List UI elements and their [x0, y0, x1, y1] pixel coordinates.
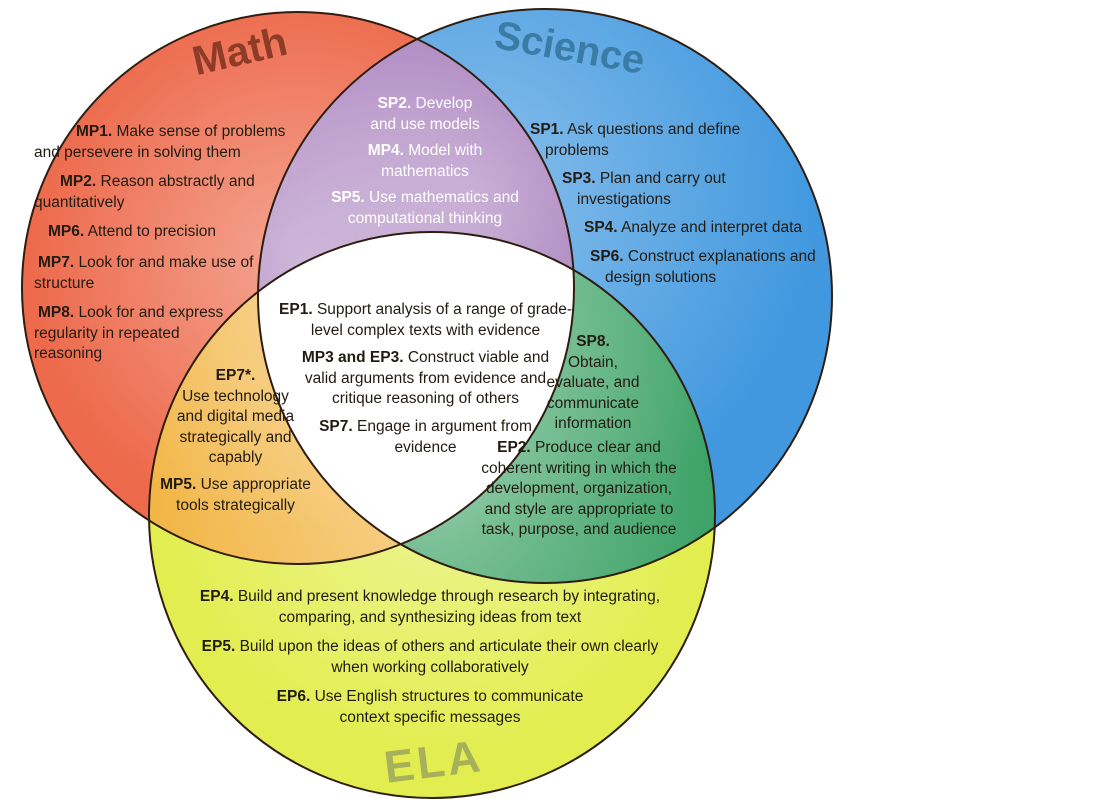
practice-text: Obtain, evaluate, and communicate inform… — [546, 353, 640, 433]
ela-highlight — [149, 232, 715, 798]
practice-code: MP2. — [60, 173, 97, 191]
math-circle-outline — [21, 11, 575, 565]
practice-text: Build and present knowledge through rese… — [237, 588, 661, 626]
practice-item-sp7: SP7. Engage in argument from evidence — [298, 417, 553, 458]
center-region-text: EP1. Support analysis of a range of grad… — [268, 300, 583, 465]
practice-code: MP4. — [367, 142, 404, 160]
practice-text: Produce clear and coherent writing in wh… — [481, 439, 677, 539]
practice-item-sp3: SP3. Plan and carry out investigations — [562, 169, 792, 210]
practice-text: Reason abstractly and quantitatively — [34, 173, 255, 211]
practice-item-sp1: SP1. Ask questions and define problems — [530, 120, 790, 161]
practice-text: Look for and make use of structure — [34, 254, 254, 292]
practice-text: Attend to precision — [87, 223, 217, 241]
practice-item-mp6: MP6. Attend to precision — [34, 222, 364, 243]
ela-circle-outline — [148, 231, 716, 799]
practice-item-ep2: EP2. Produce clear and coherent writing … — [479, 438, 679, 541]
practice-item-mp2: MP2. Reason abstractly and quantitativel… — [34, 172, 259, 213]
practice-text: Develop and use models — [370, 95, 480, 133]
practice-code: EP1. — [279, 301, 313, 318]
practice-item-mp3-ep3: MP3 and EP3. Construct viable and valid … — [291, 348, 561, 410]
practice-code: MP5. — [160, 476, 197, 494]
practice-item-mp5: MP5. Use appropriate tools strategically — [143, 475, 328, 516]
practice-item-ep6: EP6. Use English structures to communica… — [258, 687, 603, 728]
practice-text: Plan and carry out investigations — [577, 170, 726, 208]
practice-code: SP5. — [331, 189, 365, 207]
practice-item-sp8: SP8. Obtain, evaluate, and communicate in… — [537, 332, 649, 435]
practice-text: Build upon the ideas of others and artic… — [239, 638, 659, 676]
practice-text: Use appropriate tools strategically — [176, 476, 311, 514]
practice-text: Engage in argument from evidence — [357, 418, 532, 456]
practice-item-ep1: EP1. Support analysis of a range of grad… — [268, 300, 583, 341]
practice-code: SP4. — [584, 219, 618, 237]
practice-code: SP3. — [562, 170, 596, 188]
practice-item-sp6: SP6. Construct explanations and design s… — [590, 247, 845, 288]
practice-text: Construct explanations and design soluti… — [605, 248, 816, 286]
practice-code: MP3 and EP3. — [301, 349, 404, 367]
practice-item-mp4: MP4. Model with mathematics — [355, 141, 495, 182]
practice-code: SP7. — [319, 418, 353, 436]
practice-item-ep7: EP7*. Use technology and digital media st… — [171, 366, 301, 469]
practice-code: MP8. — [38, 304, 75, 322]
ela-only-region-text: EP4. Build and present knowledge through… — [160, 587, 700, 738]
practice-code: MP7. — [38, 254, 75, 272]
practice-code: SP1. — [530, 121, 564, 138]
practice-code: EP5. — [201, 638, 236, 656]
practice-item-mp1: MP1. Make sense of problems and persever… — [34, 122, 289, 163]
practice-text: Support analysis of a range of grade-lev… — [310, 301, 572, 339]
practice-text: Use technology and digital media strateg… — [176, 387, 295, 467]
math-ela-region-text: EP7*. Use technology and digital media st… — [138, 366, 333, 525]
practice-item-ep4: EP4. Build and present knowledge through… — [163, 587, 698, 628]
practice-code: SP6. — [590, 248, 624, 266]
math-science-region-text: SP2. Develop and use models MP4. Model w… — [325, 94, 525, 236]
practice-text: Use mathematics and computational thinki… — [347, 189, 519, 228]
practice-text: Construct viable and valid arguments fro… — [304, 349, 550, 408]
science-circle-outline — [257, 8, 833, 584]
practice-item-ep5: EP5. Build upon the ideas of others and … — [198, 637, 663, 678]
practice-code: SP8. — [576, 333, 610, 350]
practice-item-sp5: SP5. Use mathematics and computational t… — [325, 188, 525, 229]
math-only-region-text: MP1. Make sense of problems and persever… — [34, 122, 364, 374]
practice-code: EP2. — [497, 439, 531, 456]
practice-code: EP6. — [276, 688, 311, 706]
practice-text: Use English structures to communicate co… — [314, 688, 584, 727]
practice-item-mp7: MP7. Look for and make use of structure — [34, 253, 269, 294]
science-ela-region-text-sp8: SP8. Obtain, evaluate, and communicate in… — [518, 332, 668, 444]
practice-text: Look for and express regularity in repea… — [34, 304, 224, 363]
practice-code: MP1. — [76, 123, 113, 140]
practice-code: EP7*. — [215, 367, 256, 384]
practice-text: Ask questions and define problems — [545, 121, 741, 159]
practice-item-mp8: MP8. Look for and express regularity in … — [34, 303, 239, 365]
practice-code: MP6. — [48, 223, 85, 241]
science-ela-region-text-ep2: EP2. Produce clear and coherent writing … — [448, 438, 710, 550]
science-only-region-text: SP1. Ask questions and define problems S… — [530, 120, 870, 296]
practice-text: Model with mathematics — [381, 142, 483, 180]
practice-text: Make sense of problems and persevere in … — [34, 123, 286, 161]
practice-text: Analyze and interpret data — [621, 219, 803, 237]
practice-item-sp4: SP4. Analyze and interpret data — [584, 218, 870, 239]
practice-item-sp2: SP2. Develop and use models — [368, 94, 483, 135]
practice-code: EP4. — [199, 588, 234, 605]
practice-code: SP2. — [377, 95, 412, 112]
